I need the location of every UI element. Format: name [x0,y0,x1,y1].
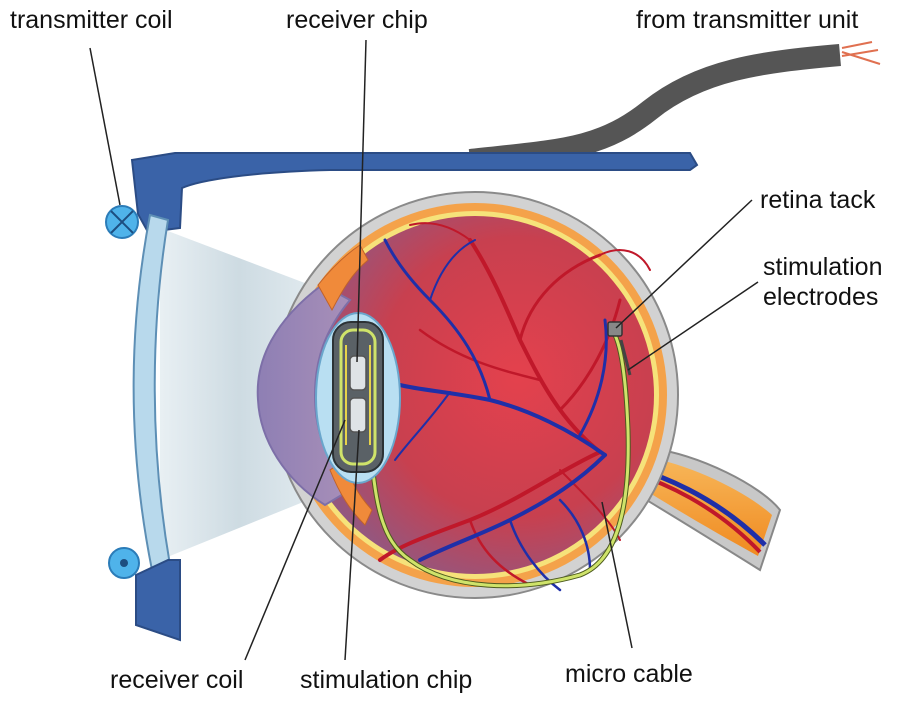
label-from-transmitter-unit: from transmitter unit [636,6,858,34]
transmitter-coil-bottom-icon [109,548,139,578]
label-micro-cable: micro cable [565,660,693,688]
glasses-frame-bottom [136,560,180,640]
stimulation-chip-shape [350,398,366,432]
label-retina-tack: retina tack [760,186,875,214]
label-stimulation-electrodes-line1: stimulation [763,252,883,282]
cable-wires [842,42,880,64]
label-receiver-coil: receiver coil [110,666,243,694]
label-transmitter-coil: transmitter coil [10,6,173,34]
label-receiver-chip: receiver chip [286,6,428,34]
transmitter-cable [470,55,840,160]
label-stimulation-electrodes: stimulation electrodes [763,252,883,312]
label-stimulation-chip: stimulation chip [300,666,472,694]
label-stimulation-electrodes-line2: electrodes [763,282,883,312]
transmitter-coil-icon [106,206,138,238]
receiver-chip-shape [350,356,366,390]
